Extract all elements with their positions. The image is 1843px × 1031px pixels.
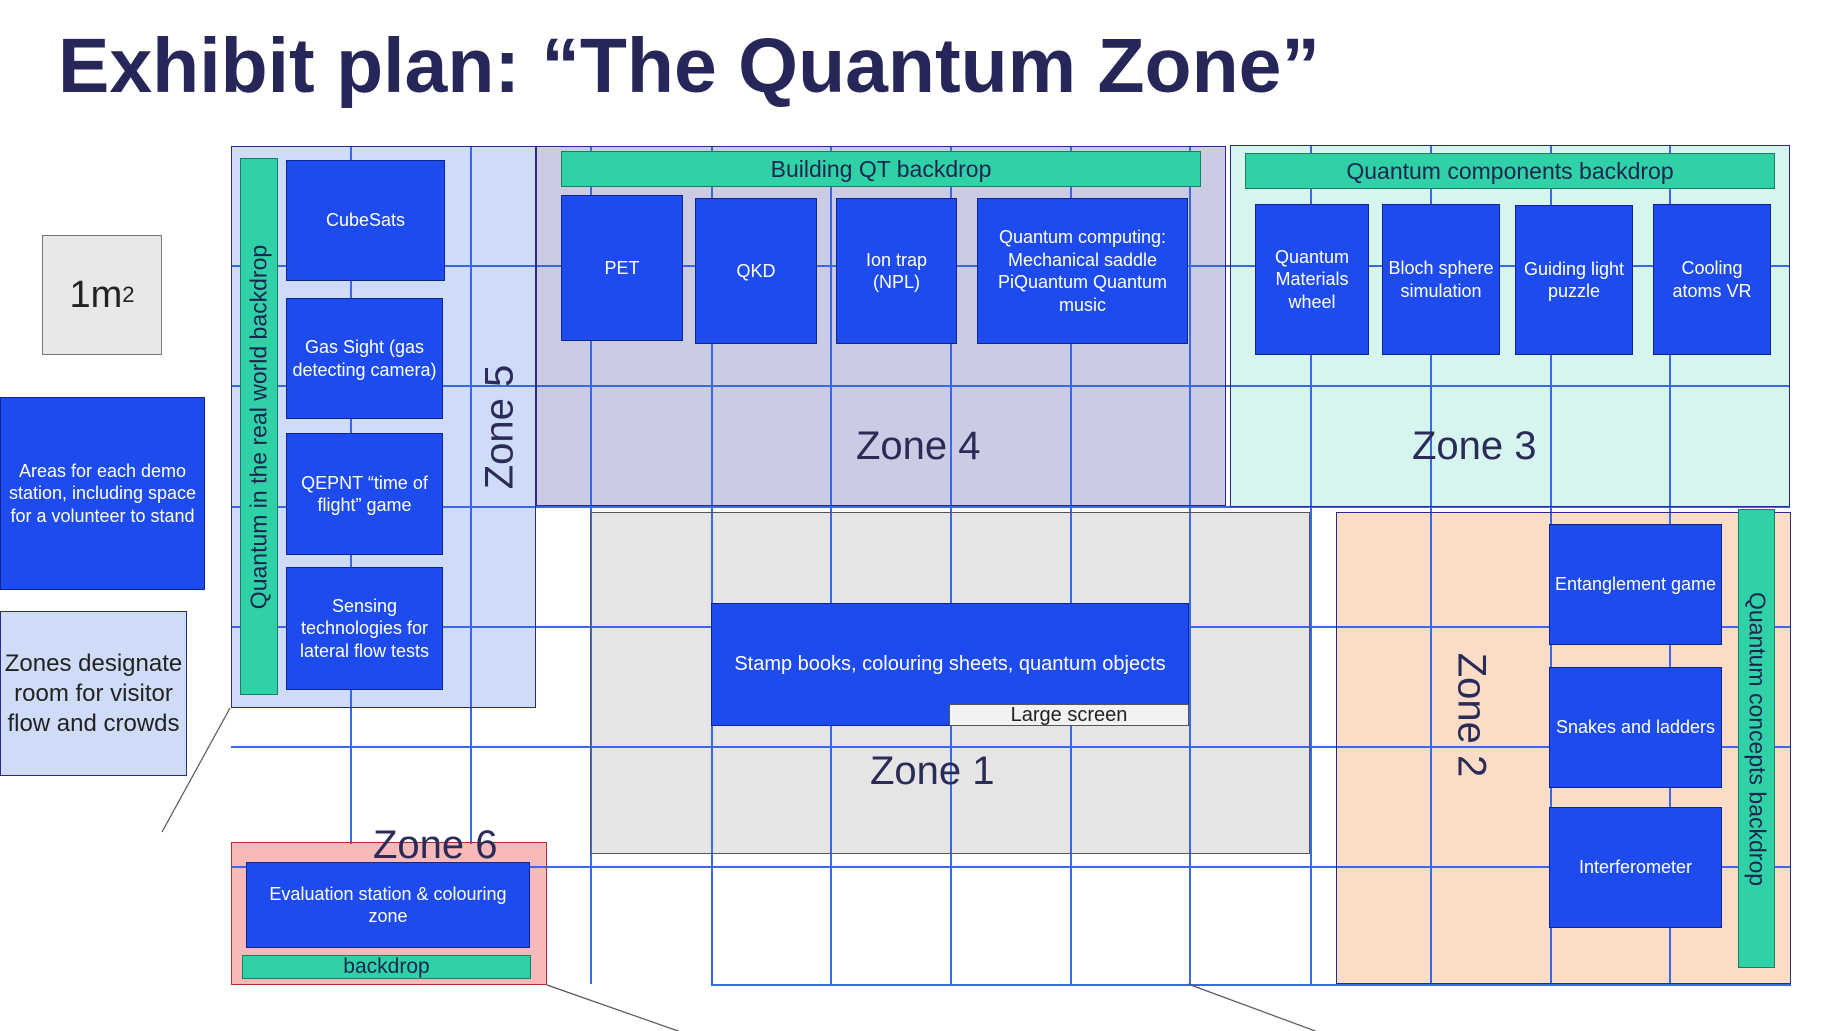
legend-unit-exponent: 2 xyxy=(122,282,135,307)
zone-5-outline xyxy=(231,146,536,708)
station-bloch-sphere: Bloch sphere simulation xyxy=(1382,204,1500,355)
zone-4-label: Zone 4 xyxy=(856,424,981,468)
grid-line xyxy=(1430,146,1432,984)
station-quantum-computing: Quantum computing: Mechanical saddle PiQ… xyxy=(977,198,1188,344)
zone-3-outline xyxy=(1230,145,1790,507)
zone-2-outline xyxy=(1336,512,1791,984)
grid-line xyxy=(231,385,1790,387)
station-entanglement: Entanglement game xyxy=(1549,524,1722,645)
station-evaluation: Evaluation station & colouring zone xyxy=(246,862,530,948)
grid-line xyxy=(231,506,1790,508)
station-qepnt: QEPNT “time of flight” game xyxy=(286,433,443,555)
backdrop-real-world-label: Quantum in the real world backdrop xyxy=(245,244,272,609)
backdrop-concepts: Quantum concepts backdrop xyxy=(1738,509,1775,968)
backdrop-real-world: Quantum in the real world backdrop xyxy=(240,158,278,695)
legend-zones-note: Zones designate room for visitor flow an… xyxy=(0,611,187,776)
zone-2-label: Zone 2 xyxy=(1449,652,1494,778)
zone-5-label: Zone 5 xyxy=(477,364,522,490)
grid-line xyxy=(1310,146,1312,984)
grid-line xyxy=(711,146,713,984)
zone-6-label: Zone 6 xyxy=(373,823,498,867)
station-interferometer: Interferometer xyxy=(1549,807,1722,928)
station-snakes-ladders: Snakes and ladders xyxy=(1549,667,1722,788)
station-materials-wheel: Quantum Materials wheel xyxy=(1255,204,1369,355)
legend-station-note: Areas for each demo station, including s… xyxy=(0,397,205,590)
legend-unit-base: 1m xyxy=(69,273,123,316)
grid-line xyxy=(1189,146,1191,984)
grid-line xyxy=(950,146,952,984)
station-sensing: Sensing technologies for lateral flow te… xyxy=(286,567,443,690)
zone-1-outline xyxy=(590,512,1310,854)
station-qkd: QKD xyxy=(695,198,817,344)
station-cubesats: CubeSats xyxy=(286,160,445,281)
page-title: Exhibit plan: “The Quantum Zone” xyxy=(58,23,1320,109)
station-guiding-light: Guiding light puzzle xyxy=(1515,205,1633,355)
station-ion-trap: Ion trap (NPL) xyxy=(836,198,957,344)
grid-line xyxy=(231,866,1790,868)
station-cooling-atoms: Cooling atoms VR xyxy=(1653,204,1771,355)
grid-line xyxy=(231,746,1790,748)
backdrop-components: Quantum components backdrop xyxy=(1245,153,1775,189)
backdrop-concepts-label: Quantum concepts backdrop xyxy=(1744,591,1770,886)
grid-line xyxy=(830,146,832,984)
zone-6-outline xyxy=(231,842,547,985)
zone-2-label-wrap: Zone 2 xyxy=(1446,650,1496,780)
station-pet: PET xyxy=(561,195,683,341)
zone-1-label: Zone 1 xyxy=(870,749,995,793)
zone-5-label-wrap: Zone 5 xyxy=(475,362,525,492)
zone-4-outline xyxy=(536,146,1226,506)
large-screen: Large screen xyxy=(949,704,1189,726)
grid-line xyxy=(1070,146,1072,984)
perspective-line xyxy=(546,984,680,1031)
backdrop-building-qt: Building QT backdrop xyxy=(561,151,1201,187)
grid-line xyxy=(711,984,1791,986)
perspective-line xyxy=(1187,983,1317,1031)
grid-line xyxy=(470,146,472,844)
station-gas-sight: Gas Sight (gas detecting camera) xyxy=(286,298,443,419)
backdrop-zone-6: backdrop xyxy=(242,955,531,979)
zone-3-label: Zone 3 xyxy=(1412,424,1537,468)
